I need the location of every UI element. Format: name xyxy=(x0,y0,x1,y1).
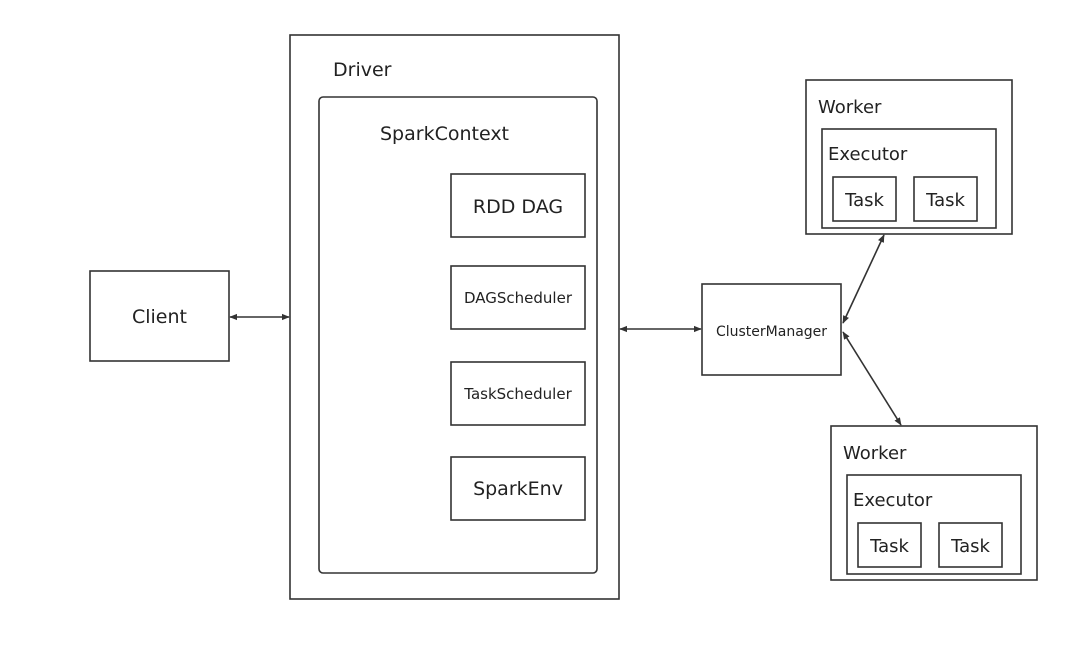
task-scheduler-label: TaskScheduler xyxy=(463,385,572,403)
task-node: Task xyxy=(832,176,897,222)
worker-node-2: Worker Executor Task Task xyxy=(830,425,1038,581)
client-node: Client xyxy=(89,270,230,362)
task-node: Task xyxy=(913,176,978,222)
worker-node-1: Worker Executor Task Task xyxy=(805,79,1013,235)
task-node: Task xyxy=(938,522,1003,568)
spark-context-label: SparkContext xyxy=(380,123,509,145)
task-node: Task xyxy=(857,522,922,568)
task-label: Task xyxy=(869,536,909,557)
cluster-manager-worker-1-edge xyxy=(842,234,885,324)
worker-label: Worker xyxy=(818,97,882,118)
driver-label: Driver xyxy=(333,59,392,81)
spark-context-node: SparkContext RDD DAG DAGScheduler TaskSc… xyxy=(318,96,598,574)
task-label: Task xyxy=(925,190,965,211)
dag-scheduler-label: DAGScheduler xyxy=(464,289,573,307)
task-label: Task xyxy=(844,190,884,211)
executor-label: Executor xyxy=(828,144,908,165)
driver-node: Driver SparkContext RDD DAG DAGScheduler… xyxy=(289,34,620,600)
client-label: Client xyxy=(132,306,187,328)
executor-node: Executor Task Task xyxy=(821,128,997,229)
cluster-manager-label: ClusterManager xyxy=(716,324,827,340)
executor-node: Executor Task Task xyxy=(846,474,1022,575)
rdd-dag-node: RDD DAG xyxy=(450,173,586,238)
rdd-dag-label: RDD DAG xyxy=(473,196,563,218)
worker-label: Worker xyxy=(843,443,907,464)
spark-env-node: SparkEnv xyxy=(450,456,586,521)
dag-scheduler-node: DAGScheduler xyxy=(450,265,586,330)
cluster-manager-node: ClusterManager xyxy=(701,283,842,376)
task-label: Task xyxy=(950,536,990,557)
cluster-manager-worker-2-edge xyxy=(842,331,902,426)
spark-env-label: SparkEnv xyxy=(473,478,563,500)
executor-label: Executor xyxy=(853,490,933,511)
task-scheduler-node: TaskScheduler xyxy=(450,361,586,426)
